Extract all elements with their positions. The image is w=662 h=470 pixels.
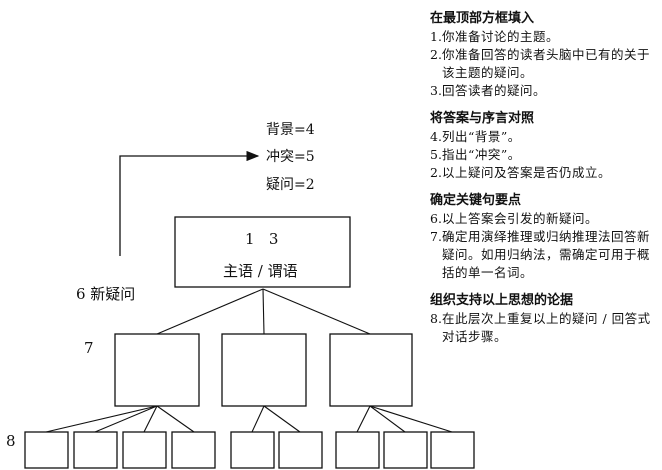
step-text: 回答读者的疑问。 bbox=[442, 83, 547, 98]
step-text: 确定用演绎推理或归纳推理法回答新疑问。如用归纳法，需确定可用于概括的单一名词。 bbox=[442, 229, 651, 280]
feedback-arrow bbox=[119, 150, 260, 256]
step-item: 3. 回答读者的疑问。 bbox=[430, 82, 655, 100]
step-number: 1. bbox=[430, 29, 442, 44]
step-number: 5. bbox=[430, 147, 442, 162]
top-box-text: 主语 / 谓语 bbox=[223, 262, 298, 280]
step-text: 你准备讨论的主题。 bbox=[442, 29, 560, 44]
connectors-level7 bbox=[156, 288, 371, 335]
step-number: 3. bbox=[430, 83, 442, 98]
level8-box bbox=[430, 431, 475, 469]
level8-box bbox=[73, 431, 118, 469]
step-text: 以上疑问及答案是否仍成立。 bbox=[442, 165, 612, 180]
level8-box bbox=[278, 431, 323, 469]
section-title: 在最顶部方框填入 bbox=[430, 11, 535, 26]
level8-box bbox=[230, 431, 275, 469]
top-box bbox=[174, 216, 351, 288]
section-arguments: 组织支持以上思想的论据 8. 在此层次上重复以上的疑问 / 回答式对话步骤。 bbox=[430, 292, 655, 346]
level8-box bbox=[335, 431, 380, 469]
section-key-points: 确定关键句要点 6. 以上答案会引发的新疑问。 7. 确定用演绎推理或归纳推理法… bbox=[430, 192, 655, 282]
section-top-box: 在最顶部方框填入 1. 你准备讨论的主题。 2. 你准备回答的读者头脑中已有的关… bbox=[430, 10, 655, 100]
instructions-panel: 在最顶部方框填入 1. 你准备讨论的主题。 2. 你准备回答的读者头脑中已有的关… bbox=[430, 10, 655, 356]
tag-question: 疑问=2 bbox=[266, 177, 315, 193]
level7-box bbox=[114, 333, 200, 407]
level7-boxes bbox=[114, 333, 413, 407]
step-number: 4. bbox=[430, 129, 442, 144]
connectors-level8 bbox=[45, 405, 453, 433]
step-number: 6. bbox=[430, 211, 442, 226]
step-text: 指出“冲突”。 bbox=[442, 147, 521, 162]
step-number: 2. bbox=[430, 47, 442, 62]
level7-box bbox=[329, 333, 413, 407]
step-text: 列出“背景”。 bbox=[442, 129, 521, 144]
step-number: 7. bbox=[430, 229, 442, 244]
step-text: 在此层次上重复以上的疑问 / 回答式对话步骤。 bbox=[442, 311, 651, 344]
top-box-numbers: 1 3 bbox=[245, 230, 279, 248]
step-text: 你准备回答的读者头脑中已有的关于该主题的疑问。 bbox=[442, 47, 651, 80]
new-question-label: 6 新疑问 bbox=[76, 285, 136, 303]
step-number: 8. bbox=[430, 311, 442, 326]
section-title: 将答案与序言对照 bbox=[430, 111, 535, 126]
step-item: 2. 以上疑问及答案是否仍成立。 bbox=[430, 164, 655, 182]
step-item: 2. 你准备回答的读者头脑中已有的关于该主题的疑问。 bbox=[430, 46, 655, 82]
level8-box bbox=[122, 431, 167, 469]
tag-conflict: 冲突=5 bbox=[266, 149, 315, 165]
level8-label: 8 bbox=[6, 432, 16, 450]
step-item: 7. 确定用演绎推理或归纳推理法回答新疑问。如用归纳法，需确定可用于概括的单一名… bbox=[430, 228, 655, 282]
step-number: 2. bbox=[430, 165, 442, 180]
step-item: 6. 以上答案会引发的新疑问。 bbox=[430, 210, 655, 228]
tag-background: 背景=4 bbox=[266, 122, 315, 138]
level8-box bbox=[24, 431, 69, 469]
step-item: 5. 指出“冲突”。 bbox=[430, 146, 655, 164]
level7-box bbox=[221, 333, 307, 407]
step-item: 4. 列出“背景”。 bbox=[430, 128, 655, 146]
section-title: 组织支持以上思想的论据 bbox=[430, 293, 574, 308]
step-text: 以上答案会引发的新疑问。 bbox=[442, 211, 599, 226]
level8-boxes bbox=[24, 431, 475, 469]
level7-label: 7 bbox=[84, 339, 94, 357]
level8-box bbox=[171, 431, 216, 469]
step-item: 8. 在此层次上重复以上的疑问 / 回答式对话步骤。 bbox=[430, 310, 655, 346]
step-item: 1. 你准备讨论的主题。 bbox=[430, 28, 655, 46]
section-title: 确定关键句要点 bbox=[430, 193, 522, 208]
level8-box bbox=[383, 431, 428, 469]
section-compare-intro: 将答案与序言对照 4. 列出“背景”。 5. 指出“冲突”。 2. 以上疑问及答… bbox=[430, 110, 655, 182]
